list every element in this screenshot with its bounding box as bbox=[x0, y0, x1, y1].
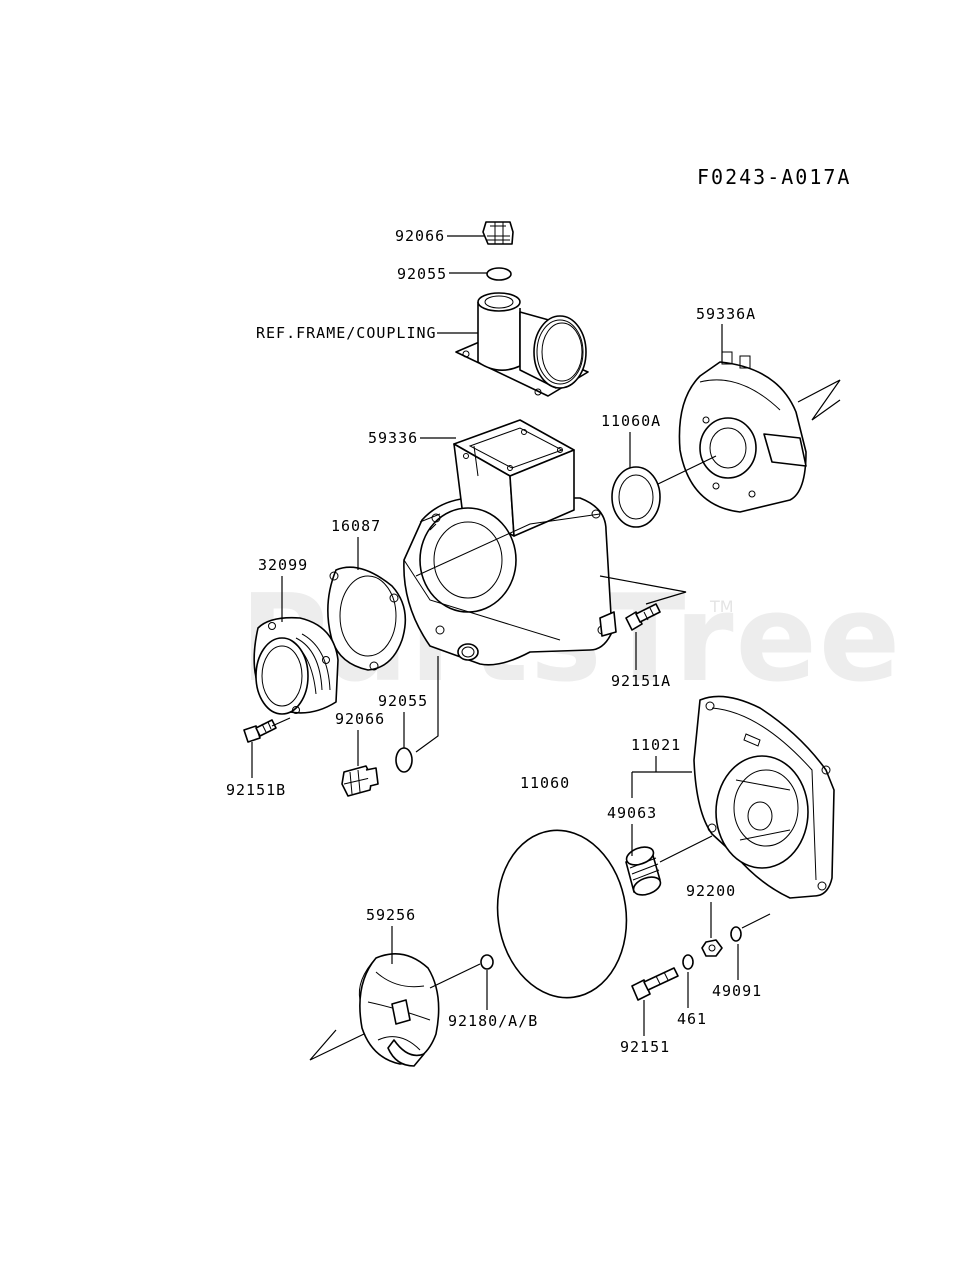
label-59256: 59256 bbox=[366, 906, 416, 924]
label-92151A: 92151A bbox=[611, 672, 671, 690]
part-92055-top-oring[interactable] bbox=[486, 267, 512, 281]
axis-11060A bbox=[657, 455, 717, 485]
part-11021-rear-cover[interactable] bbox=[693, 695, 835, 899]
label-92066-top: 92066 bbox=[395, 227, 445, 245]
label-92055-mid: 92055 bbox=[378, 692, 428, 710]
part-59336A-cover[interactable] bbox=[678, 351, 807, 513]
part-49063-mech-seal[interactable] bbox=[624, 844, 663, 899]
label-11060: 11060 bbox=[520, 774, 570, 792]
label-11060A: 11060A bbox=[601, 412, 661, 430]
label-92151: 92151 bbox=[620, 1038, 670, 1056]
part-92151A-bolt[interactable] bbox=[625, 603, 661, 631]
part-92151B-bolt[interactable] bbox=[243, 719, 277, 743]
label-59336: 59336 bbox=[368, 429, 418, 447]
part-11060A-seal[interactable] bbox=[611, 466, 661, 528]
part-32099-intake[interactable] bbox=[253, 616, 339, 715]
axis-49063 bbox=[659, 835, 713, 863]
label-92066-mid: 92066 bbox=[335, 710, 385, 728]
arrow-59256 bbox=[309, 1029, 365, 1061]
part-92200-nut[interactable] bbox=[701, 939, 723, 957]
diagram-ref-code: F0243-A017A bbox=[697, 165, 851, 189]
label-92055-top: 92055 bbox=[397, 265, 447, 283]
label-32099: 32099 bbox=[258, 556, 308, 574]
label-92180: 92180/A/B bbox=[448, 1012, 538, 1030]
axis-92055-mid bbox=[415, 656, 439, 753]
part-92066-mid-plug[interactable] bbox=[341, 765, 379, 797]
label-92151B: 92151B bbox=[226, 781, 286, 799]
axis-49091 bbox=[741, 913, 771, 929]
part-16087-gasket[interactable] bbox=[327, 566, 407, 671]
part-59336-casing[interactable] bbox=[403, 419, 617, 666]
label-59336A: 59336A bbox=[696, 305, 756, 323]
leader-11021 bbox=[631, 756, 692, 798]
label-92200: 92200 bbox=[686, 882, 736, 900]
axis-92151B bbox=[271, 717, 291, 727]
arrow-59336A bbox=[797, 379, 841, 421]
label-49063: 49063 bbox=[607, 804, 657, 822]
watermark-tm: TM bbox=[709, 597, 734, 616]
label-49091: 49091 bbox=[712, 982, 762, 1000]
axis-59336 bbox=[599, 575, 687, 605]
label-ref-frame: REF.FRAME/COUPLING bbox=[256, 324, 437, 342]
axis-59256 bbox=[429, 963, 481, 989]
label-461: 461 bbox=[677, 1010, 707, 1028]
part-59256-impeller[interactable] bbox=[358, 952, 440, 1067]
part-92055-mid-oring[interactable] bbox=[395, 747, 413, 773]
part-92151-bolt[interactable] bbox=[631, 967, 679, 1001]
part-11060-big-oring[interactable] bbox=[487, 822, 637, 1006]
label-16087: 16087 bbox=[331, 517, 381, 535]
part-92066-top-plug[interactable] bbox=[482, 221, 514, 245]
part-92180-shim[interactable] bbox=[480, 954, 494, 970]
part-frame-coupling bbox=[455, 292, 589, 397]
part-461-washer[interactable] bbox=[682, 954, 694, 970]
part-49091-washer[interactable] bbox=[730, 926, 742, 942]
label-11021: 11021 bbox=[631, 736, 681, 754]
